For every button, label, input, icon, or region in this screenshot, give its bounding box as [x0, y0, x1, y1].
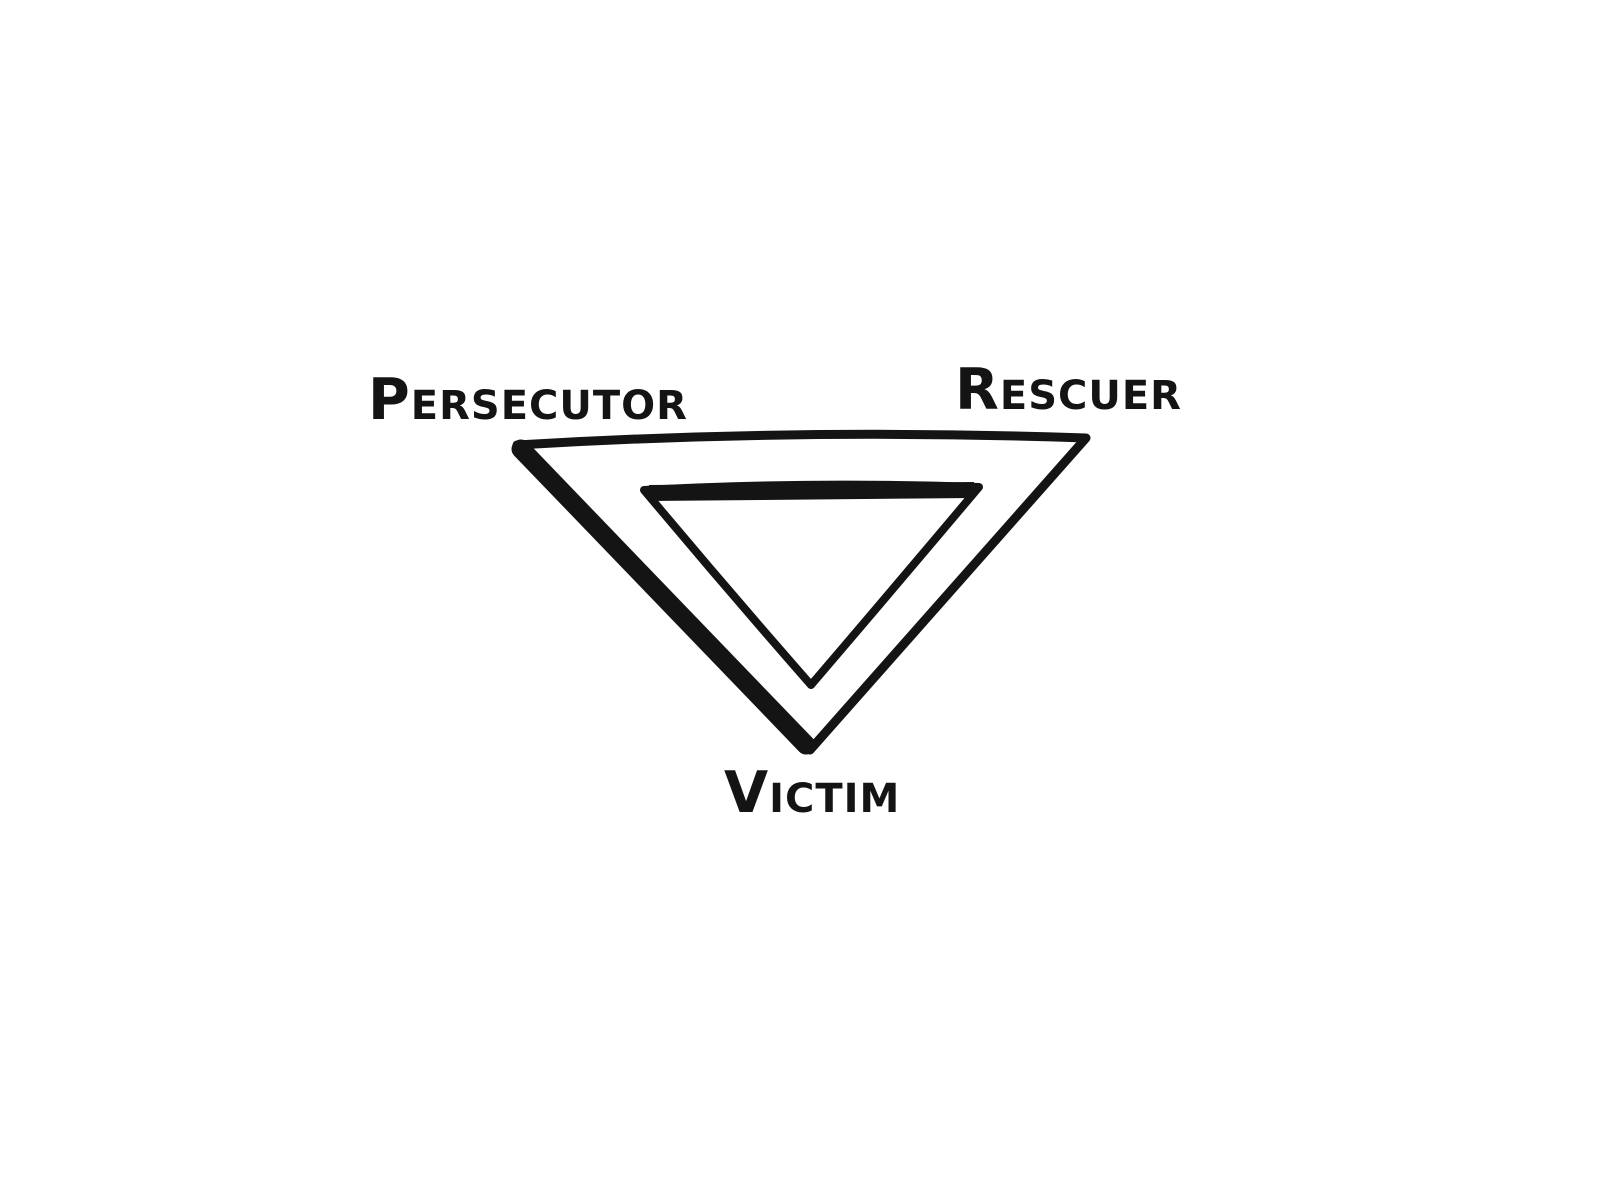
inner-triangle-top-edge	[648, 482, 975, 501]
label-persecutor: Persecutor	[368, 367, 688, 433]
label-rescuer: Rescuer	[955, 357, 1182, 423]
label-victim: Victim	[724, 760, 901, 826]
outer-triangle-left-edge	[511, 439, 816, 755]
inner-triangle	[640, 480, 983, 689]
